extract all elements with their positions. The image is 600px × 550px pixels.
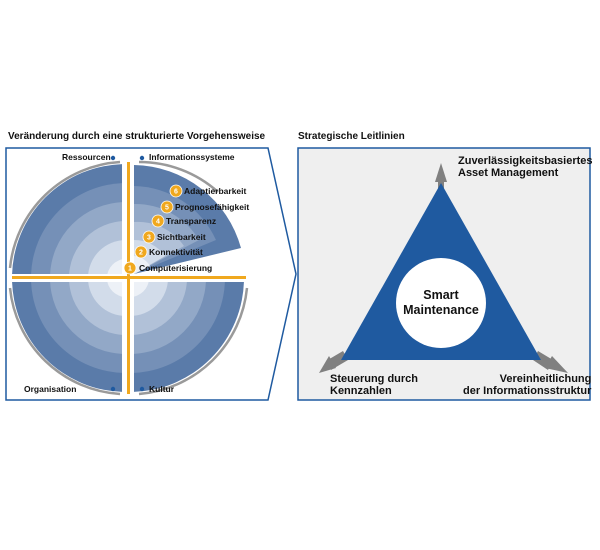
arrow-top	[435, 163, 447, 182]
vertex-top-line2: Asset Management	[458, 167, 559, 179]
vertex-bottom-left-line1: Steuerung durch	[330, 373, 419, 385]
stage-number-6: 6	[174, 189, 178, 196]
stage-marker-5	[160, 200, 174, 214]
stage-marker-1	[123, 261, 137, 275]
left-panel-title: Veränderung durch eine strukturierte Vor…	[8, 131, 266, 142]
stage-marker-3	[142, 230, 156, 244]
quadrant-bottom-left-rings	[12, 282, 122, 392]
strategy-triangle	[319, 163, 568, 373]
stage-label-konnektivitaet: Konnektivität	[149, 247, 203, 257]
quadrant-label-kultur: Kultur	[149, 384, 175, 394]
vertex-label-top: Zuverlässigkeitsbasiertes Asset Manageme…	[458, 155, 593, 179]
stage-label-computerisierung: Computerisierung	[139, 263, 213, 273]
horizontal-axis	[12, 276, 246, 279]
vertex-label-bottom-left: Steuerung durch Kennzahlen	[330, 373, 418, 397]
stage-label-transparenz: Transparenz	[166, 216, 217, 226]
stage-label-sichtbarkeit: Sichtbarkeit	[157, 232, 206, 242]
quadrant-top-left-rings	[12, 164, 122, 274]
center-label: Smart Maintenance	[396, 288, 486, 318]
center-label-line1: Smart	[423, 288, 459, 302]
vertex-bottom-right-line1: Vereinheitlichung	[499, 373, 592, 385]
vertex-label-bottom-right: Vereinheitlichung der Informationsstrukt…	[463, 373, 591, 397]
quadrant-dot-bottom-right	[139, 386, 145, 392]
quadrant-label-organisation: Organisation	[24, 384, 77, 394]
stage-markers	[123, 184, 183, 275]
right-panel-title: Strategische Leitlinien	[298, 131, 405, 142]
stage-marker-6	[169, 184, 183, 198]
center-circle	[396, 258, 486, 348]
vertex-top-line1: Zuverlässigkeitsbasiertes	[458, 155, 593, 167]
stage-number-4: 4	[156, 219, 160, 226]
quadrant-dot-top-right	[139, 155, 145, 161]
stage-label-prognosefaehigkeit: Prognosefähigkeit	[175, 202, 250, 212]
stage-marker-2	[134, 245, 148, 259]
quadrant-dot-top-left	[110, 155, 116, 161]
center-label-line2: Maintenance	[403, 303, 479, 317]
vertex-bottom-left-line2: Kennzahlen	[330, 385, 392, 397]
quadrant-top-right-rings	[134, 165, 241, 274]
stage-number-1: 1	[128, 266, 132, 273]
stage-label-adaptierbarkeit: Adaptierbarkeit	[184, 186, 247, 196]
quadrant-label-ressourcen: Ressourcen	[62, 152, 111, 162]
stage-number-5: 5	[165, 205, 169, 212]
quadrant-label-informationssysteme: Informationssysteme	[149, 152, 235, 162]
stage-number-2: 2	[139, 250, 143, 257]
quadrant-bottom-right-rings	[134, 282, 244, 392]
stage-number-3: 3	[147, 235, 151, 242]
vertex-bottom-right-line2: der Informationsstruktur	[463, 385, 592, 397]
stage-marker-4	[151, 214, 165, 228]
outer-gray-arcs	[8, 160, 249, 396]
quadrant-dot-bottom-left	[110, 386, 116, 392]
